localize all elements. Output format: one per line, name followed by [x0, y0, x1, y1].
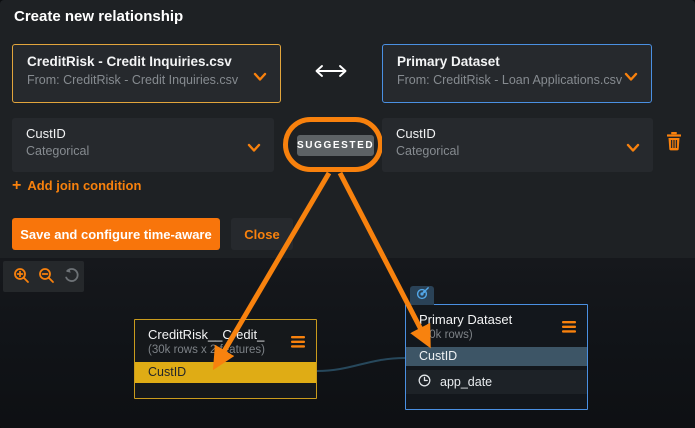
- zoom-out-button[interactable]: [37, 267, 55, 287]
- page-title: Create new relationship: [14, 8, 184, 25]
- primary-dataset-node[interactable]: Primary Dataset (10k rows) CustID app_da…: [405, 286, 588, 410]
- chevron-down-icon: [247, 140, 261, 158]
- delete-join-button[interactable]: [663, 131, 685, 153]
- chevron-down-icon: [624, 69, 638, 87]
- menu-icon[interactable]: [562, 320, 576, 338]
- secondary-dataset-select[interactable]: CreditRisk - Credit Inquiries.csv From: …: [12, 44, 281, 103]
- left-join-field-type: Categorical: [26, 144, 90, 158]
- primary-node-title: Primary Dataset: [419, 312, 513, 327]
- canvas-zoom-toolbar: [3, 261, 84, 292]
- primary-node-rowcount: (10k rows): [419, 329, 473, 341]
- left-join-field-select[interactable]: CustID Categorical: [12, 118, 274, 172]
- primary-dataset-source: From: CreditRisk - Loan Applications.csv: [397, 73, 623, 87]
- zoom-in-button[interactable]: [12, 267, 30, 287]
- clock-icon: [418, 374, 431, 390]
- close-button[interactable]: Close: [231, 218, 293, 250]
- add-join-condition-link[interactable]: + Add join condition: [12, 177, 142, 194]
- secondary-node-header: CreditRisk__Credit_ (30k rows x 2 featur…: [135, 320, 316, 363]
- save-configure-time-aware-button[interactable]: Save and configure time-aware: [12, 218, 220, 250]
- primary-dataset-select[interactable]: Primary Dataset From: CreditRisk - Loan …: [382, 44, 652, 103]
- secondary-dataset-name: CreditRisk - Credit Inquiries.csv: [27, 54, 232, 69]
- reset-zoom-icon: [63, 267, 80, 287]
- secondary-node-title: CreditRisk__Credit_: [148, 327, 265, 342]
- secondary-node-rowcount: (30k rows x 2 features): [148, 344, 265, 356]
- right-join-field-type: Categorical: [396, 144, 460, 158]
- join-edge: [316, 357, 406, 372]
- primary-dataset-name: Primary Dataset: [397, 54, 500, 69]
- zoom-out-icon: [38, 267, 55, 287]
- add-join-condition-label: Add join condition: [27, 178, 142, 193]
- right-join-field-select[interactable]: CustID Categorical: [382, 118, 653, 172]
- suggested-badge: SUGGESTED: [297, 135, 374, 156]
- primary-node-field-app-date[interactable]: app_date: [406, 370, 587, 394]
- right-join-field-name: CustID: [396, 126, 436, 141]
- secondary-dataset-source: From: CreditRisk - Credit Inquiries.csv: [27, 73, 239, 87]
- primary-node-field-app-date-label: app_date: [440, 375, 493, 389]
- plus-icon: +: [12, 177, 22, 194]
- trash-icon: [665, 132, 683, 154]
- relationship-canvas[interactable]: CreditRisk__Credit_ (30k rows x 2 featur…: [0, 258, 695, 428]
- chevron-down-icon: [253, 69, 267, 87]
- menu-icon[interactable]: [291, 335, 305, 353]
- swap-arrow-icon: [311, 63, 351, 84]
- primary-node-header: Primary Dataset (10k rows): [406, 305, 587, 348]
- secondary-dataset-node[interactable]: CreditRisk__Credit_ (30k rows x 2 featur…: [134, 319, 317, 399]
- zoom-in-icon: [13, 267, 30, 287]
- reset-zoom-button[interactable]: [62, 267, 80, 287]
- primary-node-field-custid[interactable]: CustID: [406, 347, 587, 366]
- primary-target-tab: [410, 286, 434, 305]
- chevron-down-icon: [626, 140, 640, 158]
- left-join-field-name: CustID: [26, 126, 66, 141]
- target-icon: [416, 286, 429, 305]
- secondary-node-field-custid[interactable]: CustID: [135, 362, 316, 383]
